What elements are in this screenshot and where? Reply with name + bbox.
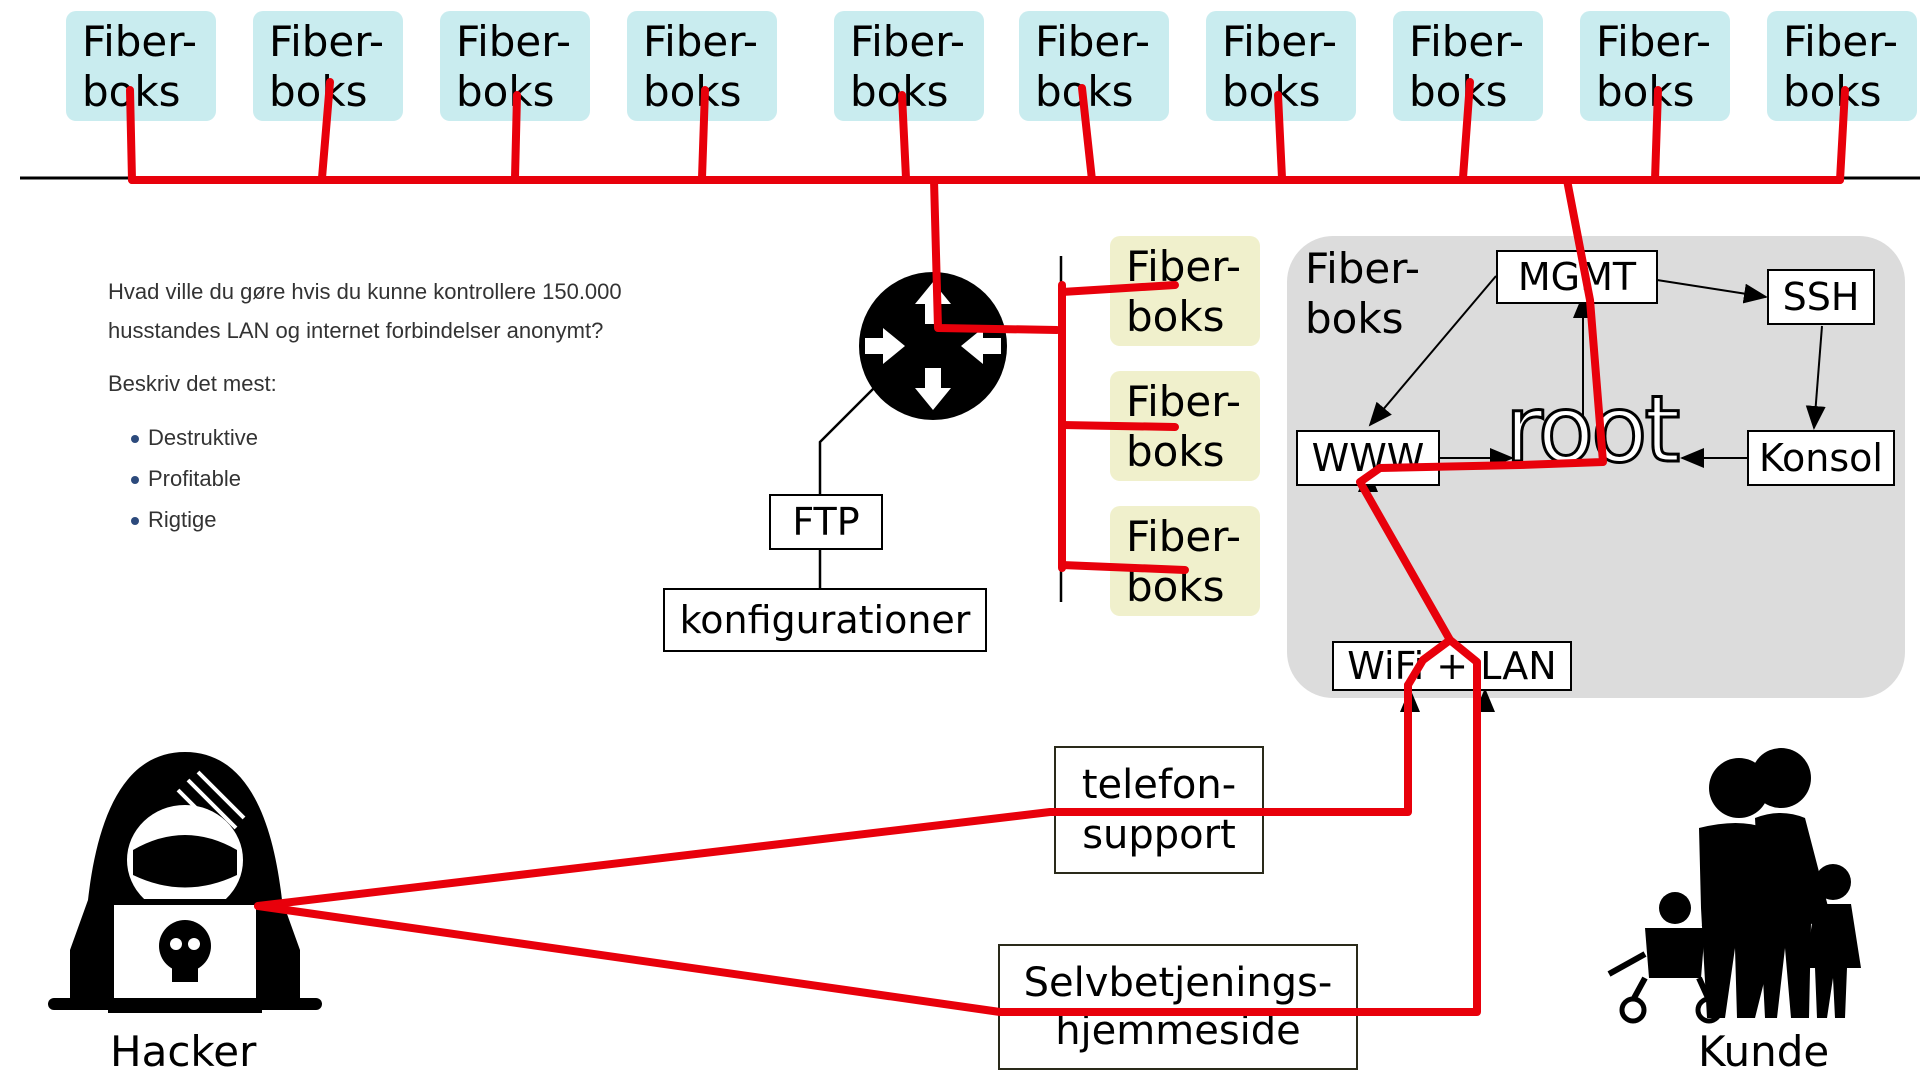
attack-side-branch bbox=[1058, 561, 1189, 574]
question-block: Hvad ville du gøre hvis du kunne kontrol… bbox=[108, 272, 728, 540]
attack-side-branch bbox=[1058, 281, 1179, 296]
attack-selfservice-route bbox=[254, 636, 1481, 1016]
fiberbox-top: Fiber-boks bbox=[1019, 11, 1169, 121]
panel-label: Fiber- boks bbox=[1305, 244, 1421, 343]
configurations-box: konfigurationer bbox=[663, 588, 987, 652]
bullet-icon bbox=[131, 517, 139, 525]
ssh-box: SSH bbox=[1767, 269, 1875, 325]
router-icon bbox=[859, 272, 1007, 420]
question-text: Hvad ville du gøre hvis du kunne kontrol… bbox=[108, 279, 622, 343]
fiberbox-side: Fiber-boks bbox=[1110, 236, 1260, 346]
attack-drop bbox=[898, 91, 910, 182]
attack-drop bbox=[318, 78, 334, 182]
wifi-lan-box: WiFi + LAN bbox=[1332, 641, 1572, 691]
answer-list: Destruktive Profitable Rigtige bbox=[108, 417, 728, 540]
attack-drop bbox=[1274, 91, 1286, 182]
mgmt-www-arrow bbox=[1368, 275, 1497, 427]
mgmt-ssh-arrow bbox=[1656, 279, 1768, 304]
attack-phone-route bbox=[254, 681, 1412, 910]
router-ftp-line bbox=[818, 381, 881, 498]
attack-root-link bbox=[1376, 176, 1607, 472]
fiberbox-top: Fiber-boks bbox=[253, 11, 403, 121]
bullet-item: Rigtige bbox=[108, 499, 728, 540]
attack-drop bbox=[1078, 84, 1096, 184]
fiberbox-top: Fiber-boks bbox=[834, 11, 984, 121]
konsol-box: Konsol bbox=[1747, 430, 1895, 486]
hacker-icon bbox=[48, 752, 322, 1013]
bullet-item: Destruktive bbox=[108, 417, 728, 458]
ftp-box: FTP bbox=[769, 494, 883, 550]
attack-side-branch bbox=[1058, 421, 1179, 431]
attack-drop bbox=[1459, 78, 1474, 182]
attack-router-link bbox=[930, 176, 1061, 334]
attack-drop bbox=[1651, 86, 1662, 184]
attack-drop bbox=[1836, 86, 1849, 184]
bullet-icon bbox=[131, 476, 139, 484]
attack-drop bbox=[126, 86, 136, 184]
hacker-label: Hacker bbox=[110, 1027, 257, 1076]
attack-drop bbox=[511, 91, 521, 182]
attack-www-link bbox=[1356, 464, 1454, 644]
ssh-konsol-arrow bbox=[1805, 325, 1826, 430]
bullet-icon bbox=[131, 435, 139, 443]
mgmt-box: MGMT bbox=[1496, 250, 1658, 304]
attack-drop bbox=[698, 86, 709, 182]
bullet-item: Profitable bbox=[108, 458, 728, 499]
customer-label: Kunde bbox=[1698, 1027, 1830, 1076]
question-prompt: Beskriv det mest: bbox=[108, 371, 277, 396]
family-icon bbox=[1607, 748, 1861, 1024]
